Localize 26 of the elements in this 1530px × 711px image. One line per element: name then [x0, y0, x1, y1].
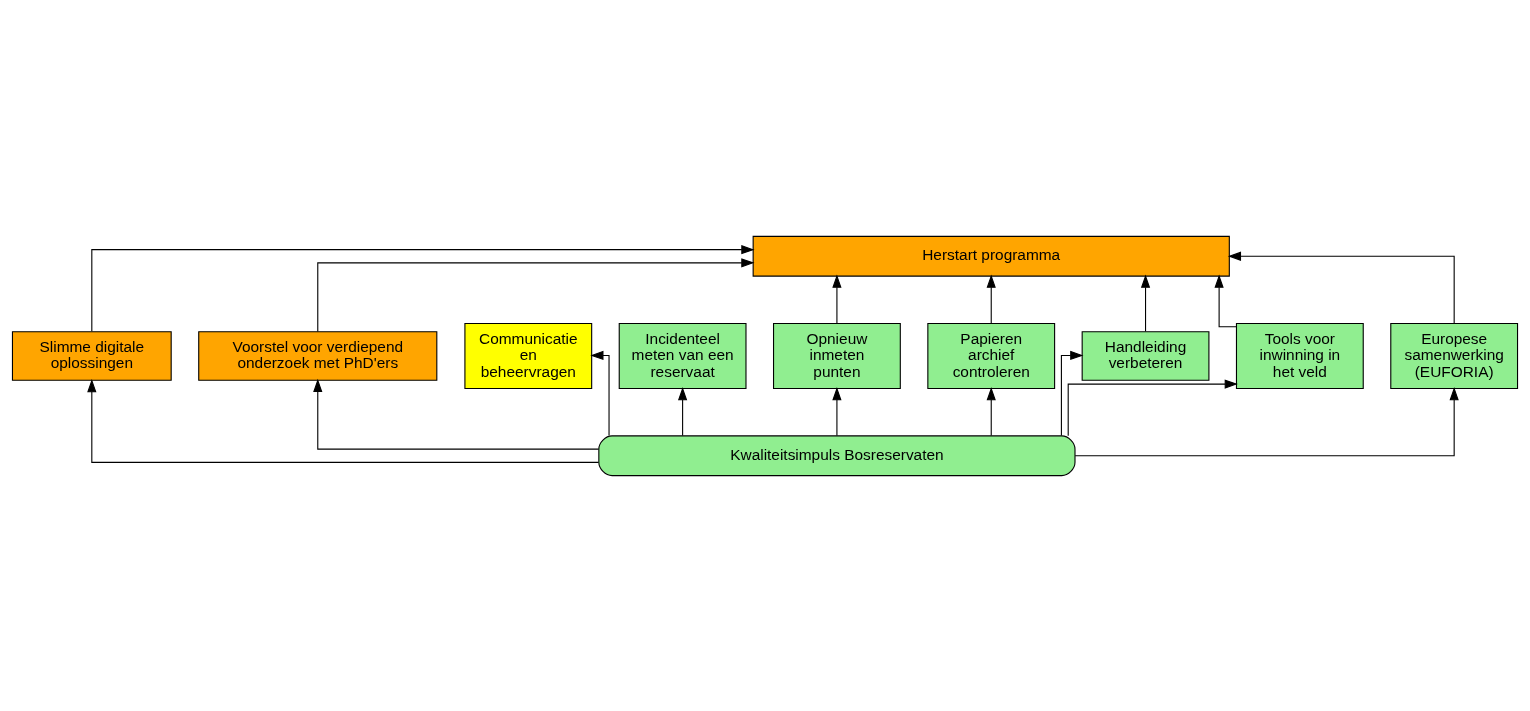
arrow: [1067, 378, 1238, 436]
node-box: Europese samenwerking (EUFORIA): [1390, 322, 1519, 389]
node-box: Handleiding verbeteren: [1081, 330, 1210, 381]
node-box: Kwaliteitsimpuls Bosreservaten: [598, 434, 1076, 476]
node-box: Slimme digitale oplossingen: [11, 330, 172, 381]
node-box: Voorstel voor verdiepend onderzoek met PhD'ers: [198, 330, 438, 381]
node-box: Opnieuw inmeten punten: [773, 322, 901, 389]
node-box: Communicatie en beheervragen: [464, 322, 593, 389]
node-box: Incidenteel meten van een reservaat: [618, 322, 747, 389]
arrow: [986, 386, 996, 436]
arrow: [832, 386, 842, 436]
arrow: [1074, 386, 1459, 456]
arrow: [832, 274, 842, 324]
node-box: Papieren archief controleren: [927, 322, 1056, 389]
arrow: [313, 378, 600, 450]
arrow: [87, 378, 600, 463]
arrow: [1060, 350, 1084, 436]
node-box: Herstart programma: [752, 235, 1230, 277]
arrow: [986, 274, 996, 324]
arrow: [91, 244, 755, 332]
arrow: [1140, 274, 1151, 332]
arrow: [677, 386, 688, 436]
node-box: Tools voor inwinning in het veld: [1235, 322, 1364, 389]
arrow: [317, 257, 755, 332]
arrow: [590, 350, 610, 436]
arrow: [1227, 251, 1455, 324]
